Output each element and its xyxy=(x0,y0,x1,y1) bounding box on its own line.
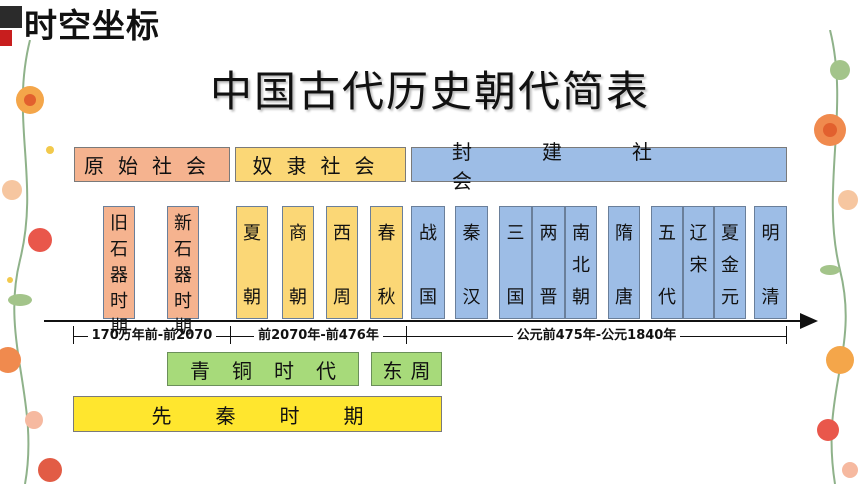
period-spring-autumn: 春秋 xyxy=(370,206,403,319)
period-paleolithic: 旧石器时期 xyxy=(103,206,135,338)
period-three-kingdoms: 三国 xyxy=(499,206,532,319)
society-feudal: 封建社会 xyxy=(411,140,787,193)
header-title: 时空坐标 xyxy=(24,6,160,45)
floral-decoration-right xyxy=(814,30,858,484)
society-primitive: 原始社会 xyxy=(74,147,230,182)
period-xia: 夏朝 xyxy=(236,206,268,319)
timeline-axis xyxy=(44,320,804,322)
period-neolithic: 新石器时期 xyxy=(167,206,199,338)
bronze-age-label: 青铜时代 xyxy=(190,358,358,383)
range-tick xyxy=(406,326,407,344)
period-five-dynasties: 五代 xyxy=(651,206,683,319)
society-slave: 奴隶社会 xyxy=(235,147,406,182)
period-jin: 两晋 xyxy=(532,206,565,319)
range-slave: 前2070年-前476年 xyxy=(231,326,406,346)
pre-qin-label: 先秦时期 xyxy=(151,403,408,428)
range-tick xyxy=(786,326,787,344)
range-feudal-label: 公元前475年-公元1840年 xyxy=(516,328,677,343)
header-accent-red xyxy=(0,30,12,46)
period-sui-tang: 隋唐 xyxy=(608,206,640,319)
period-xia-jin-yuan: 夏金元 xyxy=(714,206,746,319)
range-slave-label: 前2070年-前476年 xyxy=(258,328,379,343)
range-tick xyxy=(230,326,231,344)
period-liao-song: 辽宋 xyxy=(683,206,714,319)
period-western-zhou: 西周 xyxy=(326,206,358,319)
period-warring-states: 战国 xyxy=(411,206,445,319)
range-tick xyxy=(73,326,74,344)
page-title: 中国古代历史朝代简表 xyxy=(209,67,650,116)
period-ming-qing: 明清 xyxy=(754,206,787,319)
period-qin-han: 秦汉 xyxy=(455,206,488,319)
header-accent-dark xyxy=(0,6,22,28)
eastern-zhou-label: 东周 xyxy=(382,358,439,383)
period-shang: 商朝 xyxy=(282,206,314,319)
floral-decoration-left xyxy=(0,40,62,484)
bronze-age-box: 青铜时代 xyxy=(167,352,359,386)
range-primitive-label: 170万年前-前2070 xyxy=(91,328,213,343)
society-feudal-label: 封建社会 xyxy=(452,139,722,193)
range-primitive: 170万年前-前2070 xyxy=(74,326,230,346)
range-feudal: 公元前475年-公元1840年 xyxy=(407,326,786,346)
pre-qin-box: 先秦时期 xyxy=(73,396,442,432)
timeline-arrow-icon xyxy=(800,313,818,329)
period-southern-northern: 南北朝 xyxy=(565,206,597,319)
eastern-zhou-box: 东周 xyxy=(371,352,442,386)
